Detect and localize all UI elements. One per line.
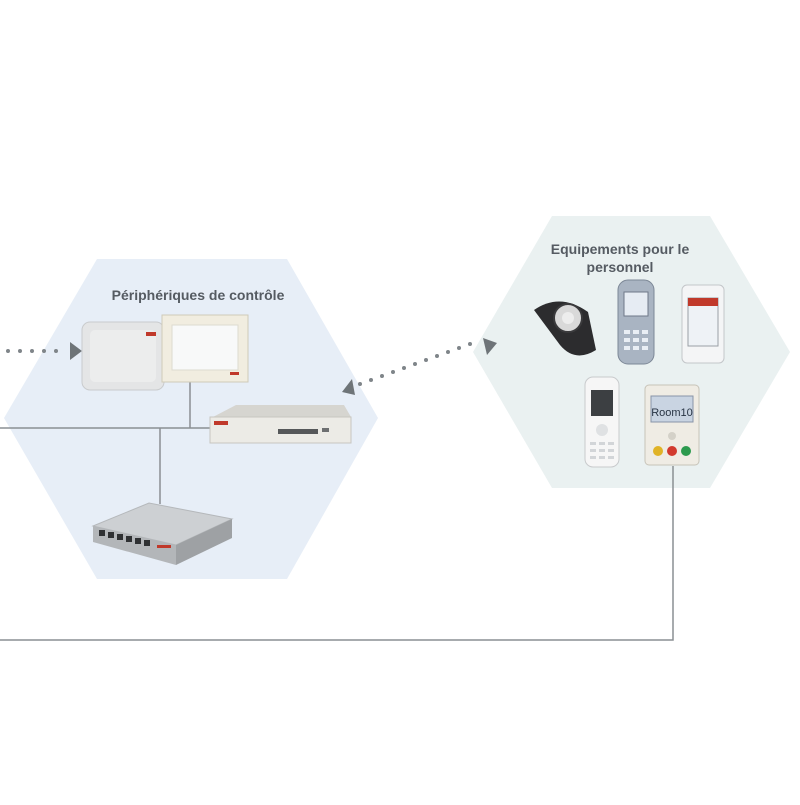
touch-panel-icon — [162, 315, 248, 382]
terminal-screen-text: Room10 — [651, 407, 693, 419]
dect-handset-white-icon — [585, 377, 619, 467]
wall-access-point-icon — [82, 322, 164, 390]
staff-hub-title: Equipements pour le personnel — [520, 240, 720, 276]
smartphone-white-icon — [682, 285, 724, 363]
dect-handset-grey-icon — [618, 280, 654, 364]
control-hub-title: Périphériques de contrôle — [58, 286, 338, 304]
desktop-server-icon — [210, 405, 351, 443]
wireless-dotted-link — [342, 338, 497, 395]
patient-call-terminal-icon: Room10 — [645, 385, 699, 465]
